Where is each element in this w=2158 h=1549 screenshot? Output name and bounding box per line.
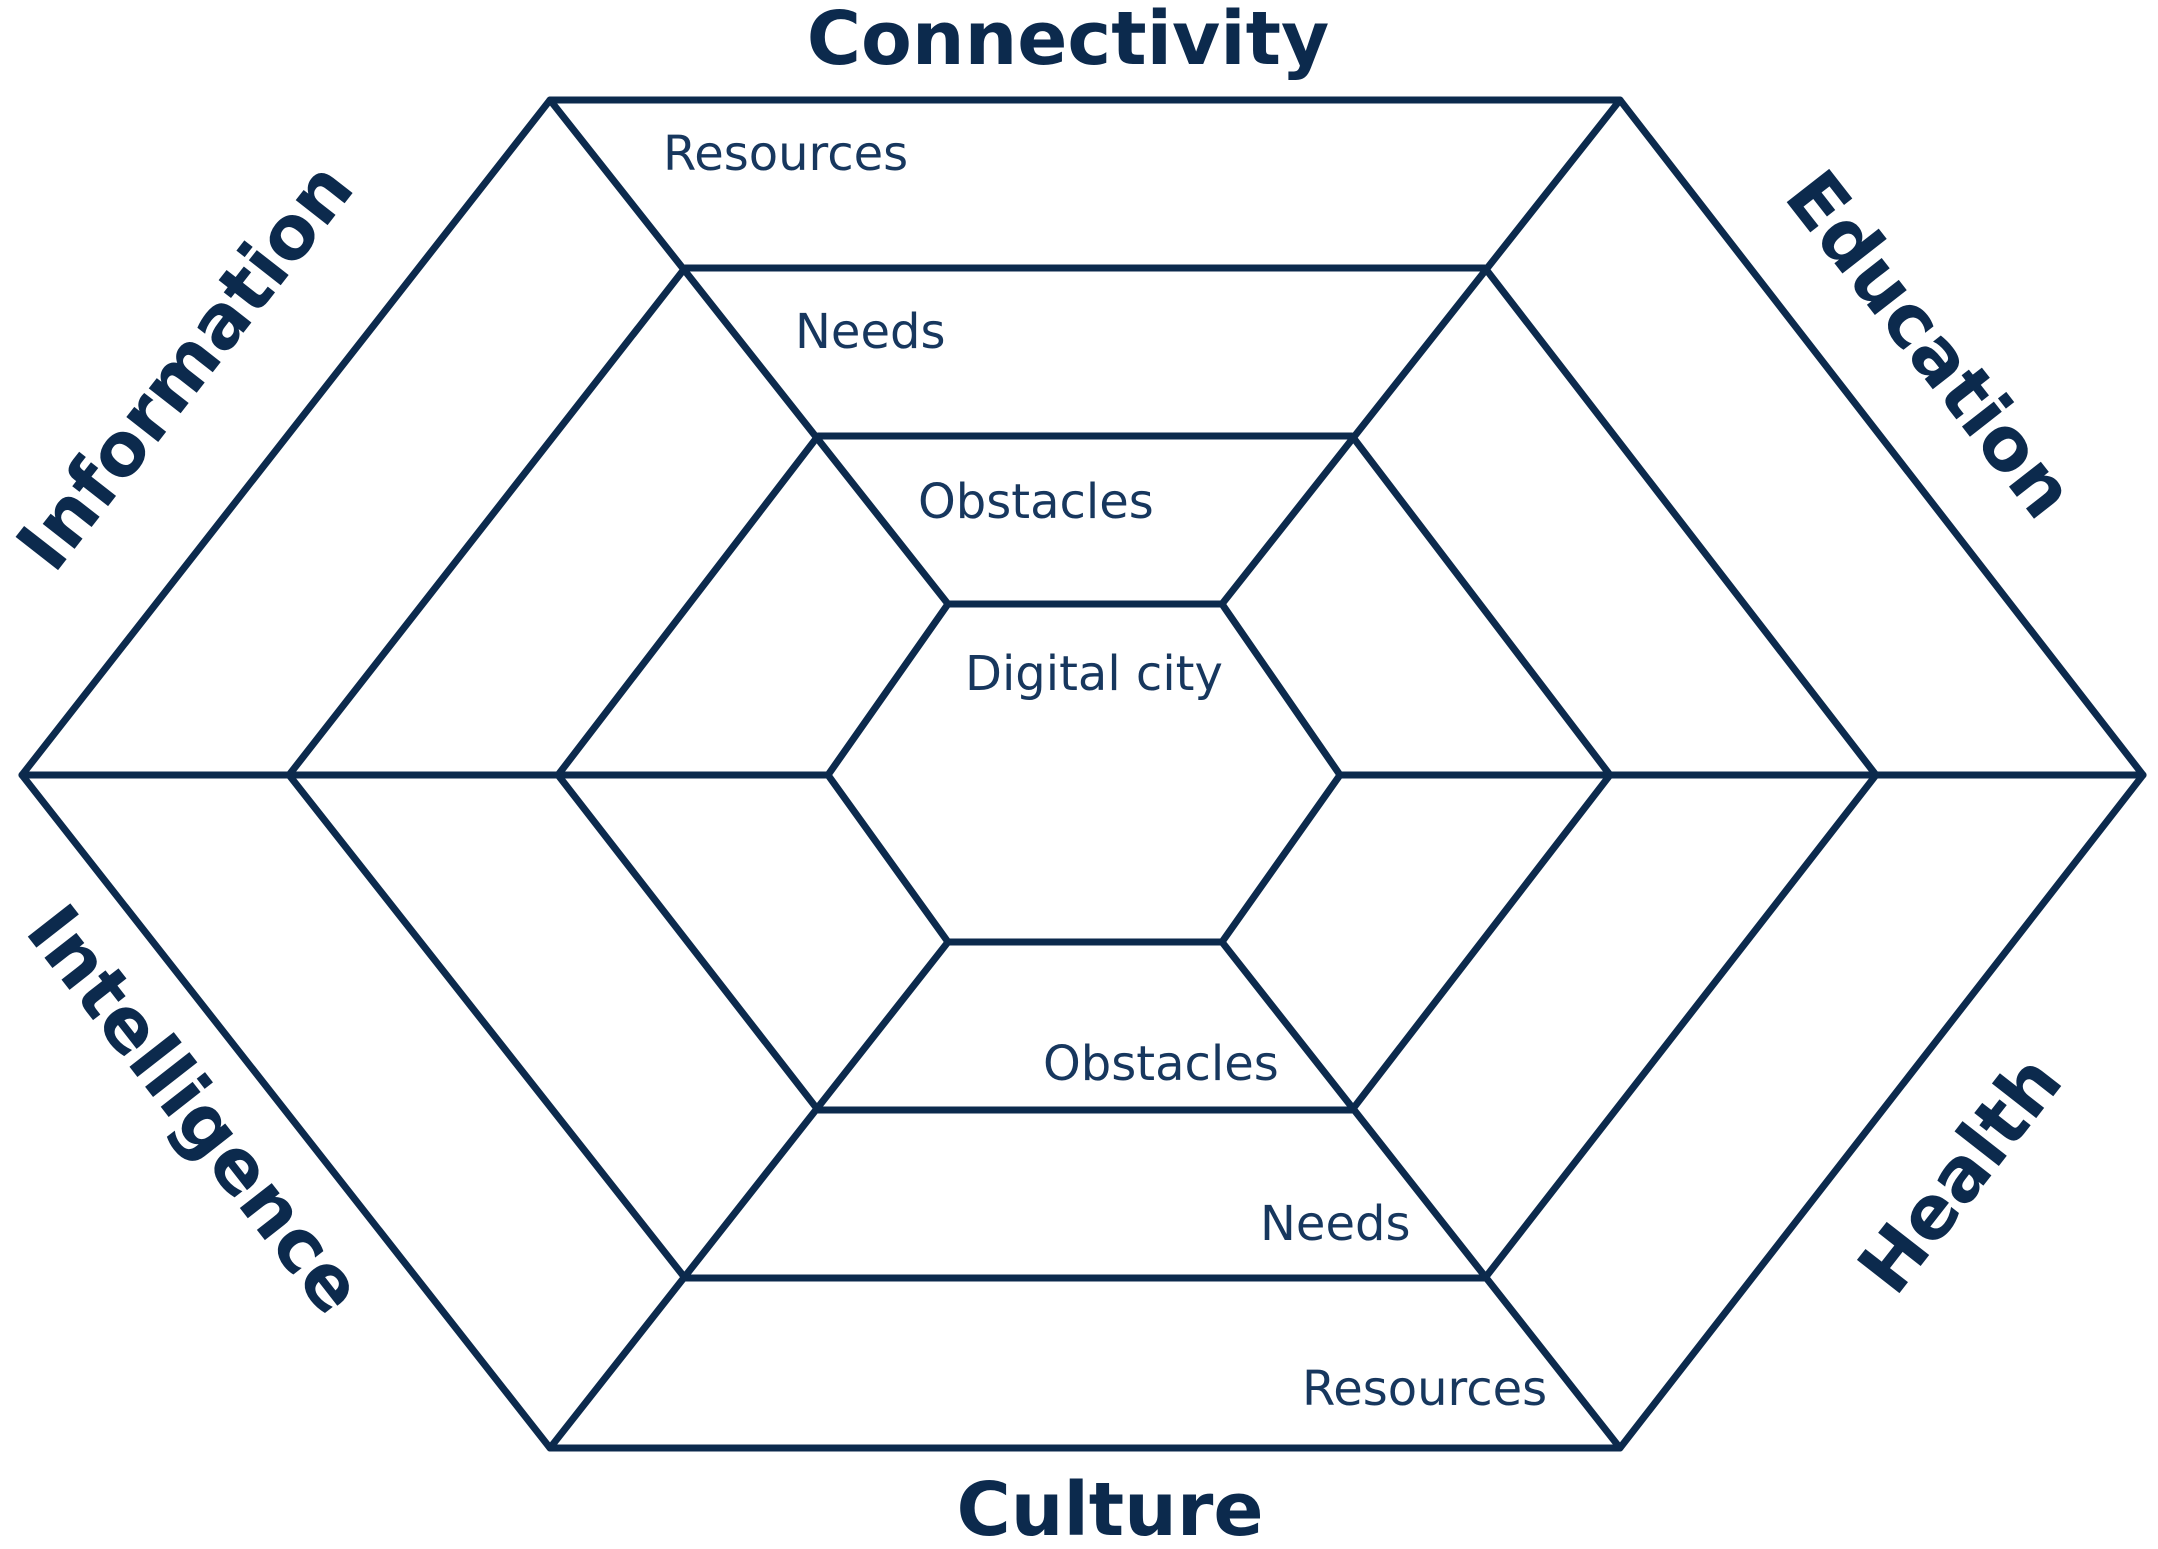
center-label-digital-city: Digital city <box>965 646 1223 702</box>
ring-label-needs-lower: Needs <box>1260 1196 1410 1252</box>
ring-label-resources-lower: Resources <box>1302 1361 1547 1417</box>
ring-label-needs-upper: Needs <box>795 304 945 360</box>
spoke-upper-left <box>546 96 952 608</box>
ring-label-resources-upper: Resources <box>663 126 908 182</box>
dimension-label-health: Health <box>1842 1040 2079 1310</box>
dimension-label-education: Education <box>1768 155 2091 534</box>
dimension-label-culture: Culture <box>956 1467 1263 1549</box>
dimension-label-intelligence: Intelligence <box>9 889 380 1329</box>
dimension-label-information: Information <box>0 147 370 587</box>
spoke-lower-left <box>546 938 952 1452</box>
spoke-upper-right <box>1218 96 1624 608</box>
spoke-lower-right <box>1218 938 1624 1452</box>
ring-label-obstacles-lower: Obstacles <box>1043 1036 1279 1092</box>
dimension-label-connectivity: Connectivity <box>807 0 1330 82</box>
ring-label-obstacles-upper: Obstacles <box>918 474 1154 530</box>
